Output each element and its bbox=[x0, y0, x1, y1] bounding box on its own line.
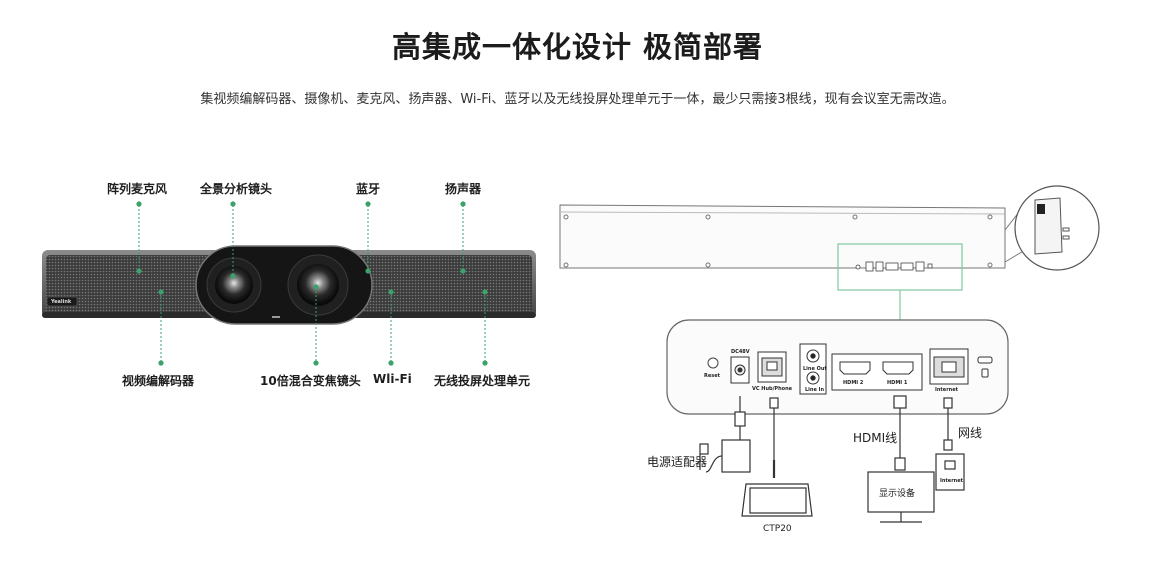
video-bar-device bbox=[42, 245, 536, 325]
port-label-dc: DC48V bbox=[731, 349, 750, 355]
hdmi-ports bbox=[831, 353, 923, 391]
power-cable bbox=[699, 396, 751, 473]
brand-logo bbox=[46, 296, 78, 307]
callout-lines bbox=[138, 205, 486, 362]
label-panoramic-lens: 全景分析镜头 bbox=[200, 182, 273, 196]
label-mic-array: 阵列麦克风 bbox=[107, 182, 168, 196]
label-speaker: 扬声器 bbox=[445, 182, 482, 196]
lock-slot-icon bbox=[977, 356, 993, 378]
rear-view-device bbox=[559, 204, 1006, 269]
panoramic-lens-icon bbox=[215, 266, 253, 304]
zoom-lens-icon bbox=[297, 264, 339, 306]
reset-button bbox=[707, 357, 719, 369]
label-display: 显示设备 bbox=[879, 489, 916, 499]
display-icon bbox=[867, 471, 935, 513]
label-bluetooth: 蓝牙 bbox=[356, 182, 381, 196]
port-label-reset: Reset bbox=[704, 373, 720, 379]
vc-hub-port bbox=[757, 351, 787, 383]
port-label-hdmi2: HDMI 2 bbox=[843, 380, 864, 386]
brand-logo-text: Yealink bbox=[51, 299, 72, 305]
label-power-adapter: 电源适配器 bbox=[647, 455, 708, 469]
power-adapter-icon bbox=[721, 439, 751, 473]
port-label-hdmi1: HDMI 1 bbox=[887, 380, 908, 386]
label-hdmi-cable: HDMI线 bbox=[853, 431, 898, 445]
port-label-internet: Internet bbox=[935, 387, 959, 393]
port-label-line-in: Line In bbox=[805, 387, 825, 393]
side-detail-circle bbox=[1004, 185, 1100, 271]
hdmi-cable bbox=[867, 395, 935, 523]
network-cable bbox=[935, 397, 965, 491]
label-wall-jack: Internet bbox=[940, 478, 964, 484]
page-title: 高集成一体化设计 极简部署 bbox=[391, 30, 764, 64]
callout-dots bbox=[136, 201, 488, 366]
mini-port-row bbox=[855, 261, 933, 272]
audio-ports bbox=[799, 343, 827, 395]
port-label-vc: VC Hub/Phone bbox=[752, 386, 793, 392]
internet-port bbox=[929, 348, 969, 385]
label-codec: 视频编解码器 bbox=[122, 374, 195, 388]
label-wifi: Wli-Fi bbox=[373, 372, 412, 386]
label-wireless-unit: 无线投屏处理单元 bbox=[434, 374, 531, 388]
dc-port bbox=[730, 356, 750, 384]
label-zoom-lens: 10倍混合变焦镜头 bbox=[260, 374, 361, 388]
label-network-cable: 网线 bbox=[958, 426, 983, 440]
label-ctp20: CTP20 bbox=[763, 524, 792, 534]
wall-jack-icon bbox=[935, 453, 965, 491]
ctp20-cable bbox=[741, 397, 813, 517]
port-label-line-out: Line Out bbox=[803, 366, 827, 372]
page-subtitle: 集视频编解码器、摄像机、麦克风、扬声器、Wi-Fi、蓝牙以及无线投屏处理单元于一… bbox=[200, 92, 955, 107]
